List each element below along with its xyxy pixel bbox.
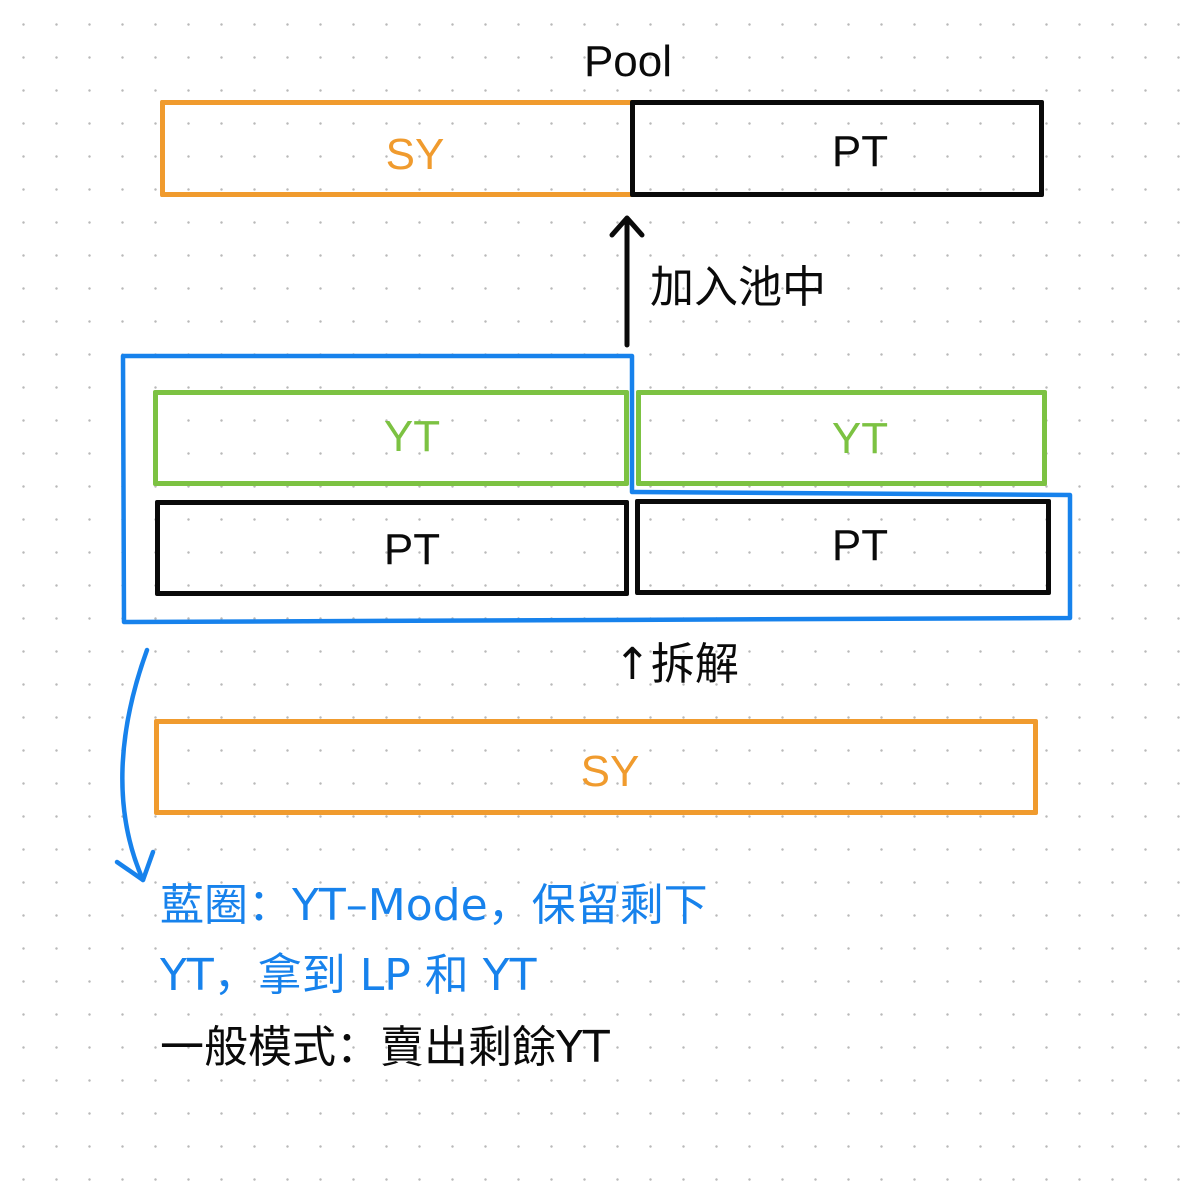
add-to-pool-label: 加入池中 [650,262,826,313]
note-normal-mode: 一般模式：賣出剩餘YT [160,1022,610,1073]
arrow-up-icon [609,215,645,348]
note-yt-mode-line1: 藍圈：YT–Mode，保留剩下 [160,880,708,931]
pool-pt-label: PT [831,127,889,176]
source-sy-box [154,719,1038,815]
pool-pt-box [630,100,1044,197]
pool-sy-box [160,100,636,197]
pt-left-label: PT [383,525,441,574]
yt-right-label: YT [831,414,889,463]
yt-left-label: YT [383,412,441,461]
pool-sy-label: SY [385,130,445,179]
source-sy-label: SY [580,747,640,796]
split-label: ↑拆解 [614,639,739,690]
note-yt-mode-line2: YT，拿到 LP 和 YT [160,950,537,1001]
pt-right-label: PT [831,521,889,570]
curved-arrow-icon [114,647,156,883]
pool-title: Pool [583,37,673,86]
